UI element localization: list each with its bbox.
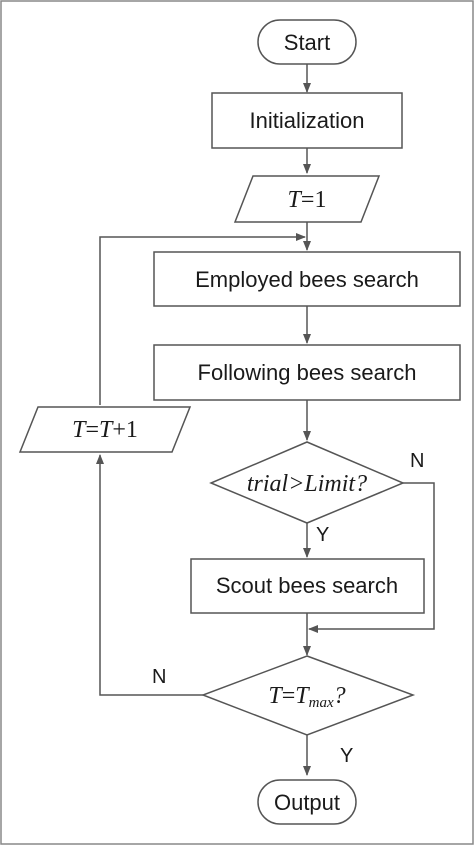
trial-yes-label: Y <box>316 524 329 546</box>
output-label: Output <box>274 790 340 815</box>
following-label: Following bees search <box>198 360 417 385</box>
trial-decision-node: trial>Limit? <box>209 441 405 524</box>
employed-node: Employed bees search <box>153 251 461 307</box>
tmax-decision-label: T=Tmax? <box>268 683 345 711</box>
arrow-increment-loop-back <box>99 233 306 405</box>
output-node: Output <box>257 779 357 825</box>
scout-node: Scout bees search <box>190 558 425 614</box>
t-increment-label: T=T+1 <box>72 417 138 443</box>
following-node: Following bees search <box>153 344 461 401</box>
scout-label: Scout bees search <box>216 573 398 598</box>
t-init-label: T=1 <box>288 187 327 213</box>
start-node: Start <box>257 19 357 65</box>
trial-no-label: N <box>410 450 424 472</box>
arrow-tcheck-no-to-increment <box>96 454 203 696</box>
trial-decision-label: trial>Limit? <box>247 471 367 497</box>
tmax-yes-label: Y <box>340 745 353 767</box>
start-label: Start <box>284 30 330 55</box>
initialization-label: Initialization <box>250 108 365 133</box>
arrow-trial-no-bypass <box>308 482 435 633</box>
employed-label: Employed bees search <box>195 267 419 292</box>
tmax-decision-node: T=Tmax? <box>200 655 416 736</box>
initialization-node: Initialization <box>211 92 403 149</box>
t-increment-node: T=T+1 <box>18 406 192 453</box>
connectors <box>96 64 435 776</box>
tmax-no-label: N <box>152 666 166 688</box>
t-init-node: T=1 <box>233 175 381 223</box>
